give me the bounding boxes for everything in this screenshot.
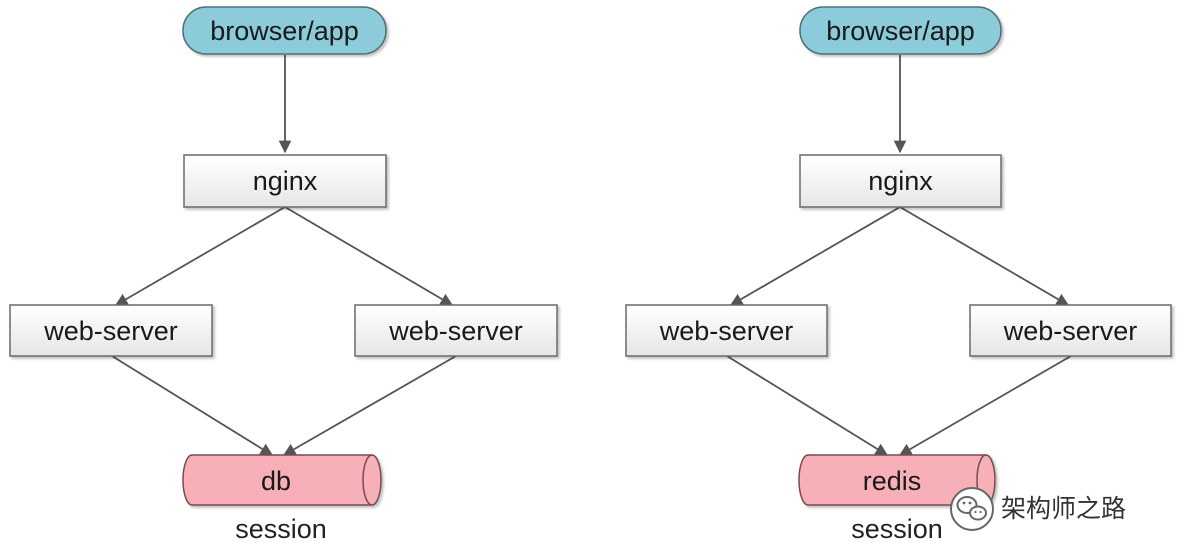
left-db-node [182, 454, 382, 506]
left-client-label: browser/app [210, 16, 359, 46]
right-client-label: browser/app [826, 16, 975, 46]
left-web-server-b-label: web-server [388, 316, 523, 346]
edge-nginx-to-server-b [284, 206, 454, 306]
left-web-server-a-label: web-server [43, 316, 178, 346]
edge-nginx-to-server-a [114, 206, 286, 306]
watermark: 架构师之路 [950, 487, 1126, 531]
wechat-icon [950, 487, 994, 531]
right-redis-label: redis [863, 466, 922, 496]
left-client-node: browser/app [182, 6, 387, 55]
left-nginx-label: nginx [253, 166, 318, 196]
left-nginx-node: nginx [183, 154, 387, 208]
right-nginx-node: nginx [799, 154, 1002, 208]
watermark-text: 架构师之路 [1001, 494, 1126, 523]
left-diagram: browser/app nginx web-server web-server … [9, 6, 558, 544]
left-db-label: db [261, 466, 291, 496]
edge-server-a-to-db [111, 355, 274, 456]
right-web-server-b-node: web-server [969, 304, 1172, 357]
right-web-server-b-label: web-server [1003, 316, 1138, 346]
right-web-server-a-node: web-server [625, 304, 828, 357]
left-session-caption: session [235, 514, 327, 544]
right-session-caption: session [851, 514, 943, 544]
edge-nginx-to-server-a-right [729, 206, 901, 306]
right-diagram: browser/app nginx web-server web-server … [625, 6, 1172, 544]
edge-server-a-to-redis [726, 355, 889, 456]
right-nginx-label: nginx [868, 166, 933, 196]
edge-server-b-to-db [282, 355, 457, 456]
edge-nginx-to-server-b-right [899, 206, 1070, 306]
right-web-server-a-label: web-server [659, 316, 794, 346]
right-client-node: browser/app [799, 6, 1002, 55]
left-web-server-b-node: web-server [354, 304, 558, 357]
left-web-server-a-node: web-server [9, 304, 213, 357]
edge-server-b-to-redis [898, 355, 1072, 456]
